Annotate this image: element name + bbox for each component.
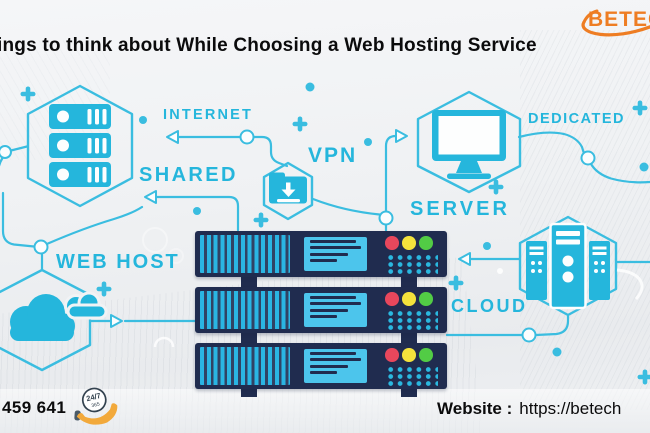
- dot-icons: [139, 82, 649, 357]
- phone-number: 459 641: [2, 398, 67, 417]
- plus-icon: [637, 369, 650, 385]
- connector-lines: [0, 131, 650, 337]
- label-shared: SHARED: [139, 164, 238, 186]
- website-url: https://betech: [519, 399, 622, 418]
- arrow-right-icon: [395, 129, 408, 143]
- hexagon-monitor: [416, 90, 522, 194]
- rack-screen: [304, 237, 367, 271]
- rack-foot: [401, 275, 417, 289]
- arrow-left-icon: [166, 130, 179, 144]
- monitor-icon: [432, 110, 506, 179]
- brand-logo: BETEC: [588, 8, 650, 31]
- rack-vents: [200, 291, 290, 329]
- led-red: [385, 236, 399, 250]
- node-icon: [0, 145, 12, 159]
- led-green: [419, 292, 433, 306]
- logo-swoosh: [581, 9, 650, 37]
- website-line: Website : https://betech: [437, 399, 621, 419]
- plus-icon: [253, 212, 269, 228]
- node-icon: [521, 327, 537, 343]
- led-yellow: [402, 348, 416, 362]
- cloud-icon: [10, 291, 108, 341]
- led-red: [385, 292, 399, 306]
- rack-vents: [200, 347, 290, 385]
- rack-vents: [200, 235, 290, 273]
- arrow-icons: [110, 129, 471, 328]
- rack-leds: [385, 348, 433, 362]
- rack-dot-grid: [385, 309, 438, 330]
- rack-unit: [195, 287, 447, 333]
- hexagon-towers: [518, 215, 618, 317]
- hexagon-server-rack: [26, 84, 134, 208]
- node-icon: [239, 129, 255, 145]
- node-icons: [0, 129, 596, 343]
- label-server: SERVER: [410, 198, 510, 220]
- arrow-left-icon: [144, 190, 157, 204]
- plus-icons: [20, 86, 650, 385]
- led-green: [419, 236, 433, 250]
- label-dedicated: DEDICATED: [528, 111, 626, 127]
- download-folder-icon: [269, 172, 307, 204]
- hexagon-folder: [262, 161, 314, 221]
- rack-unit: [195, 231, 447, 277]
- rack-dot-grid: [385, 365, 438, 386]
- plus-icon: [96, 281, 112, 297]
- page-title: ings to think about While Choosing a Web…: [0, 35, 537, 56]
- rack-screen: [304, 349, 367, 383]
- rack-foot: [241, 275, 257, 289]
- rack-dot-grid: [385, 253, 438, 274]
- plus-icon: [488, 179, 504, 195]
- arrow-left-icon: [458, 252, 471, 266]
- server-rack-icon: [49, 104, 111, 187]
- led-red: [385, 348, 399, 362]
- rack-leds: [385, 292, 433, 306]
- node-icon: [378, 210, 394, 226]
- node-icon: [33, 239, 49, 255]
- rack-foot: [241, 331, 257, 345]
- rack-screen: [304, 293, 367, 327]
- led-yellow: [402, 292, 416, 306]
- led-yellow: [402, 236, 416, 250]
- server-racks-illustration: [195, 231, 447, 397]
- label-vpn: VPN: [308, 144, 358, 167]
- tower-servers-icon: [526, 222, 610, 310]
- plus-icon: [292, 116, 308, 132]
- node-icon: [580, 150, 596, 166]
- label-cloud: CLOUD: [451, 296, 528, 316]
- led-green: [419, 348, 433, 362]
- rack-unit: [195, 343, 447, 389]
- website-label: Website :: [437, 399, 513, 418]
- rack-leds: [385, 236, 433, 250]
- rack-foot: [401, 331, 417, 345]
- plus-icon: [448, 275, 464, 291]
- arrow-right-icon: [110, 314, 123, 328]
- label-web-host: WEB HOST: [56, 251, 180, 273]
- plus-icon: [20, 86, 36, 102]
- support-24-7-icon: 24/7 365: [74, 387, 118, 425]
- plus-icon: [632, 100, 648, 116]
- white-decorations: [142, 227, 644, 348]
- label-internet: INTERNET: [163, 107, 254, 123]
